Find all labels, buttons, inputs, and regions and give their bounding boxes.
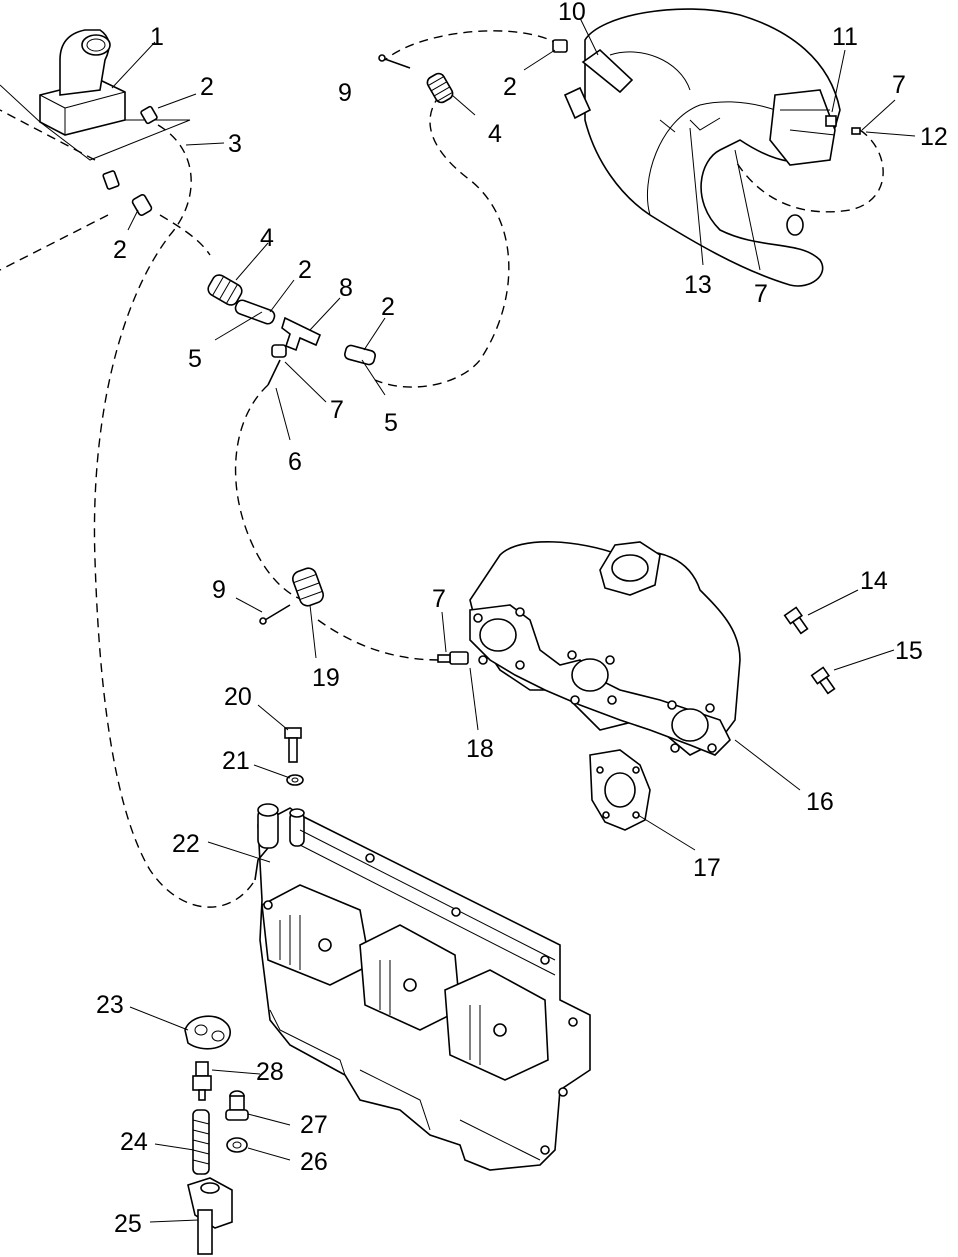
- callout-15: 15: [895, 637, 923, 665]
- callout-2: 2: [200, 73, 214, 101]
- tee-fitting-part-8: [271, 316, 322, 358]
- hose-part-6: [267, 359, 281, 386]
- callout-16: 16: [806, 788, 834, 816]
- clip-part-9: [259, 54, 411, 625]
- gasket-part-17: [589, 749, 651, 831]
- callout-2: 2: [381, 293, 395, 321]
- callout-3: 3: [228, 130, 242, 158]
- hose-spring-part-19: [292, 567, 324, 607]
- callout-9: 9: [338, 79, 352, 107]
- callout-20: 20: [224, 683, 252, 711]
- callout-4: 4: [260, 224, 274, 252]
- gasket-part-23: [184, 1015, 231, 1050]
- callout-1: 1: [150, 23, 164, 51]
- callout-19: 19: [312, 664, 340, 692]
- callout-11: 11: [832, 23, 858, 51]
- fittings-part-2: [102, 39, 568, 366]
- exhaust-manifold-part-16: [469, 541, 741, 756]
- callout-23: 23: [96, 991, 124, 1019]
- bolt-part-14: [783, 606, 809, 635]
- callout-5: 5: [384, 409, 398, 437]
- washer-part-21: [286, 774, 304, 786]
- callout-21: 21: [222, 747, 250, 775]
- callout-7: 7: [892, 71, 906, 99]
- callout-2: 2: [113, 236, 127, 264]
- callout-8: 8: [339, 274, 353, 302]
- callout-9: 9: [212, 576, 226, 604]
- engine-cylinder-block: [257, 803, 591, 1171]
- bolt-part-15: [810, 666, 836, 695]
- hose-part-22: [254, 847, 269, 881]
- spring-part-24: [192, 1109, 210, 1175]
- outlet-housing-part-1: [0, 29, 191, 161]
- callout-labels: 1 2 3 2 4 2 5 8 2 7 5 6 9 2 4 10 11 7 12…: [96, 0, 948, 1238]
- callout-10: 10: [558, 0, 586, 26]
- callout-7: 7: [754, 280, 768, 308]
- callout-26: 26: [300, 1148, 328, 1176]
- callout-18: 18: [466, 735, 494, 763]
- callout-24: 24: [120, 1128, 148, 1156]
- sensor-part-28: [192, 1061, 212, 1101]
- callout-17: 17: [693, 854, 721, 882]
- hose-spring-part-4: [207, 72, 454, 306]
- callout-25: 25: [114, 1210, 142, 1238]
- exhaust-pipe-assembly: [563, 8, 861, 287]
- callout-2: 2: [503, 73, 517, 101]
- callout-13: 13: [684, 271, 712, 299]
- bolt-part-20: [284, 727, 302, 763]
- callout-22: 22: [172, 830, 200, 858]
- callout-7: 7: [330, 396, 344, 424]
- callout-5: 5: [188, 345, 202, 373]
- callout-28: 28: [256, 1058, 284, 1086]
- washer-part-26: [226, 1137, 248, 1153]
- hose-routes: [0, 30, 884, 908]
- housing-part-25: [187, 1177, 233, 1255]
- leader-lines: [111, 17, 916, 1223]
- callout-12: 12: [920, 123, 948, 151]
- callout-7: 7: [432, 585, 446, 613]
- callout-6: 6: [288, 448, 302, 476]
- plug-part-27: [225, 1090, 249, 1121]
- callout-2: 2: [298, 256, 312, 284]
- callout-4: 4: [488, 120, 502, 148]
- callout-27: 27: [300, 1111, 328, 1139]
- fitting-part-18: [437, 651, 469, 665]
- callout-14: 14: [860, 567, 888, 595]
